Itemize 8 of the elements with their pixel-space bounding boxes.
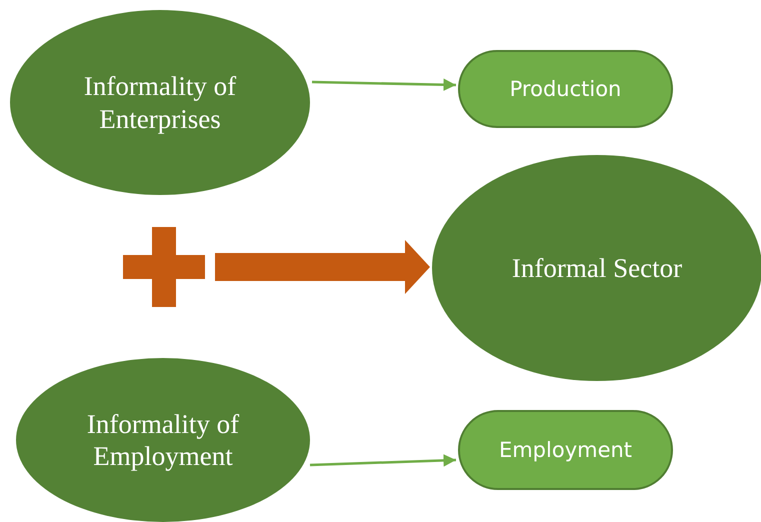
arrow bbox=[310, 454, 456, 467]
node-label: Informal Sector bbox=[512, 252, 682, 284]
node-label: Informality of Employment bbox=[86, 408, 240, 472]
node-label: Production bbox=[510, 77, 622, 101]
node-label: Informality of Enterprises bbox=[82, 70, 238, 135]
arrow bbox=[215, 240, 430, 294]
arrow bbox=[312, 78, 456, 91]
node-label: Employment bbox=[498, 438, 632, 462]
